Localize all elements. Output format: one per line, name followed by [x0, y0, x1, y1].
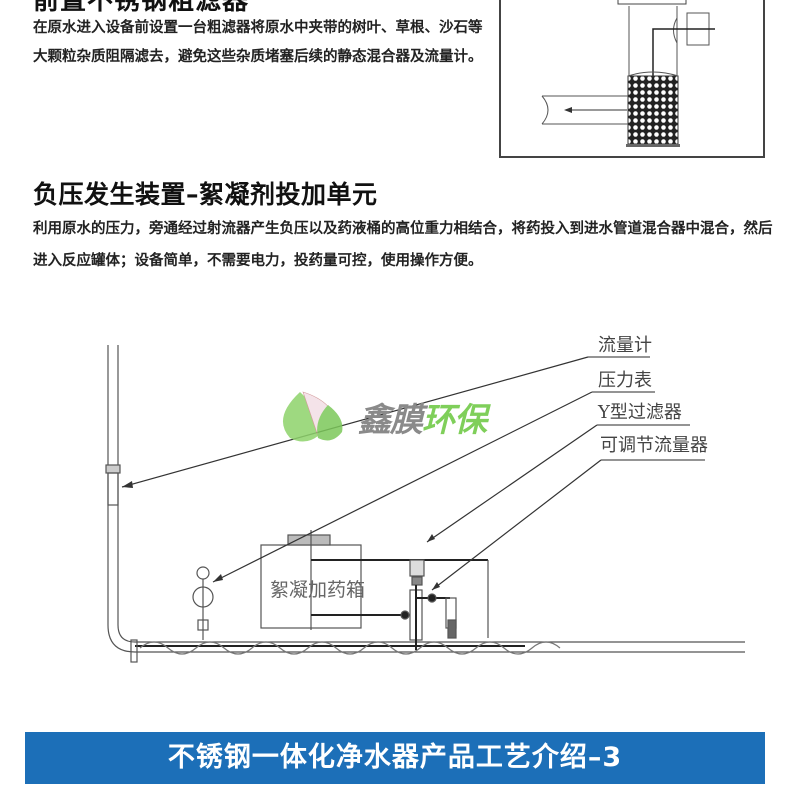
leaf-logo-icon	[282, 391, 343, 442]
watermark-brand-b: 环保	[422, 400, 487, 439]
section-banner: 不锈钢一体化净水器产品工艺介绍–3	[25, 732, 765, 784]
watermark-brand-a: 鑫膜	[358, 400, 423, 439]
watermark-logo: 鑫膜环保	[358, 393, 487, 441]
section2-title: 负压发生装置–絮凝剂投加单元	[33, 180, 378, 209]
label-pressure-gauge: 压力表	[598, 370, 652, 391]
section1-description: 在原水进入设备前设置一台粗滤器将原水中夹带的树叶、草根、沙石等大颗粒杂质阻隔滤去…	[33, 20, 483, 65]
label-dosing-tank: 絮凝加药箱	[270, 579, 366, 601]
label-flow-meter: 流量计	[598, 335, 652, 356]
section1-title: 前置不锈钢粗滤器	[33, 0, 250, 16]
label-adjustable-flow: 可调节流量器	[600, 435, 708, 456]
coarse-filter-illustration	[499, 0, 765, 158]
coarse-filter-drawing	[541, 0, 715, 147]
section2-description: 利用原水的压力，旁通经过射流器产生负压以及药液桶的高位重力相结合，将药投入到进水…	[33, 221, 773, 269]
arrowheads	[122, 481, 440, 590]
label-y-filter: Y型过滤器	[598, 402, 682, 423]
dosing-system-diagram	[105, 345, 745, 663]
